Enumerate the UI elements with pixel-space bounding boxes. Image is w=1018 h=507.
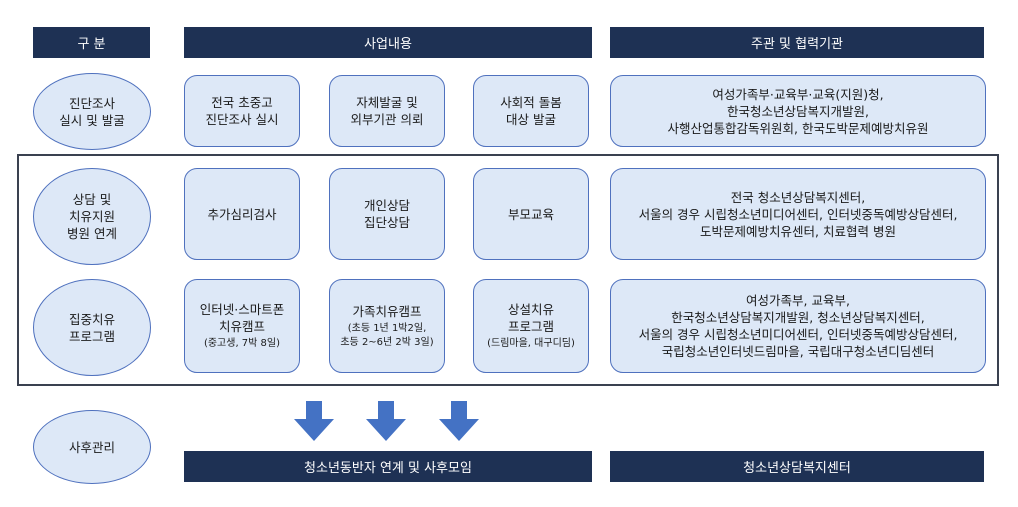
label-diagnosis-text: 진단조사 실시 및 발굴 <box>59 95 125 128</box>
item-family-camp-sub: (초등 1년 1박2일, 초등 2~6년 2박 3일) <box>340 322 434 348</box>
down-arrow-icon <box>366 401 406 441</box>
header-agency-label: 주관 및 협력기관 <box>751 37 843 52</box>
header-agency: 주관 및 협력기관 <box>610 27 984 58</box>
item-counseling: 개인상담 집단상담 <box>329 168 445 260</box>
aftercare-agency-bar: 청소년상담복지센터 <box>610 451 984 482</box>
agency-intensive-text: 여성가족부, 교육부, 한국청소년상담복지개발원, 청소년상담복지센터, 서울의… <box>638 293 958 359</box>
item-family-camp: 가족치유캠프 (초등 1년 1박2일, 초등 2~6년 2박 3일) <box>329 279 445 373</box>
item-self-discovery: 자체발굴 및 외부기관 의뢰 <box>329 75 445 147</box>
label-intensive: 집중치유 프로그램 <box>33 279 151 376</box>
label-counseling: 상담 및 치유지원 병원 연계 <box>33 168 151 265</box>
item-counseling-text: 개인상담 집단상담 <box>363 198 410 230</box>
item-family-camp-title: 가족치유캠프 <box>352 303 422 319</box>
header-category: 구 분 <box>33 27 150 58</box>
agency-intensive: 여성가족부, 교육부, 한국청소년상담복지개발원, 청소년상담복지센터, 서울의… <box>610 279 986 373</box>
header-business: 사업내용 <box>184 27 592 58</box>
aftercare-business-bar: 청소년동반자 연계 및 사후모임 <box>184 451 592 482</box>
aftercare-agency-label: 청소년상담복지센터 <box>743 461 851 476</box>
label-diagnosis: 진단조사 실시 및 발굴 <box>33 73 151 150</box>
item-permanent-program-title: 상설치유 프로그램 <box>507 302 554 334</box>
down-arrow-icon <box>439 401 479 441</box>
item-psych-test-text: 추가심리검사 <box>207 206 277 222</box>
label-aftercare-text: 사후관리 <box>68 439 115 455</box>
agency-counseling-text: 전국 청소년상담복지센터, 서울의 경우 시립청소년미디어센터, 인터넷중독예방… <box>638 189 958 239</box>
item-social-care: 사회적 돌봄 대상 발굴 <box>473 75 589 147</box>
label-aftercare: 사후관리 <box>33 410 151 484</box>
agency-diagnosis: 여성가족부·교육부·교육(지원)청, 한국청소년상담복지개발원, 사행산업통합감… <box>610 75 986 147</box>
item-survey-text: 전국 초중고 진단조사 실시 <box>205 95 279 127</box>
item-parent-education: 부모교육 <box>473 168 589 260</box>
header-category-label: 구 분 <box>77 37 106 52</box>
item-parent-education-text: 부모교육 <box>507 206 554 222</box>
highlight-frame <box>17 154 999 386</box>
agency-counseling: 전국 청소년상담복지센터, 서울의 경우 시립청소년미디어센터, 인터넷중독예방… <box>610 168 986 260</box>
label-counseling-text: 상담 및 치유지원 병원 연계 <box>67 192 117 241</box>
label-intensive-text: 집중치유 프로그램 <box>68 311 115 344</box>
item-survey: 전국 초중고 진단조사 실시 <box>184 75 300 147</box>
aftercare-business-label: 청소년동반자 연계 및 사후모임 <box>304 461 472 476</box>
item-internet-camp-sub: (중고생, 7박 8일) <box>203 338 281 349</box>
item-permanent-program: 상설치유 프로그램 (드림마을, 대구디딤) <box>473 279 589 373</box>
item-permanent-program-sub: (드림마을, 대구디딤) <box>487 338 575 349</box>
item-social-care-text: 사회적 돌봄 대상 발굴 <box>500 95 562 127</box>
item-internet-camp: 인터넷·스마트폰 치유캠프 (중고생, 7박 8일) <box>184 279 300 373</box>
down-arrow-icon <box>294 401 334 441</box>
item-internet-camp-title: 인터넷·스마트폰 치유캠프 <box>199 302 285 334</box>
header-business-label: 사업내용 <box>364 37 412 52</box>
item-psych-test: 추가심리검사 <box>184 168 300 260</box>
item-self-discovery-text: 자체발굴 및 외부기관 의뢰 <box>350 95 424 127</box>
agency-diagnosis-text: 여성가족부·교육부·교육(지원)청, 한국청소년상담복지개발원, 사행산업통합감… <box>667 86 929 136</box>
